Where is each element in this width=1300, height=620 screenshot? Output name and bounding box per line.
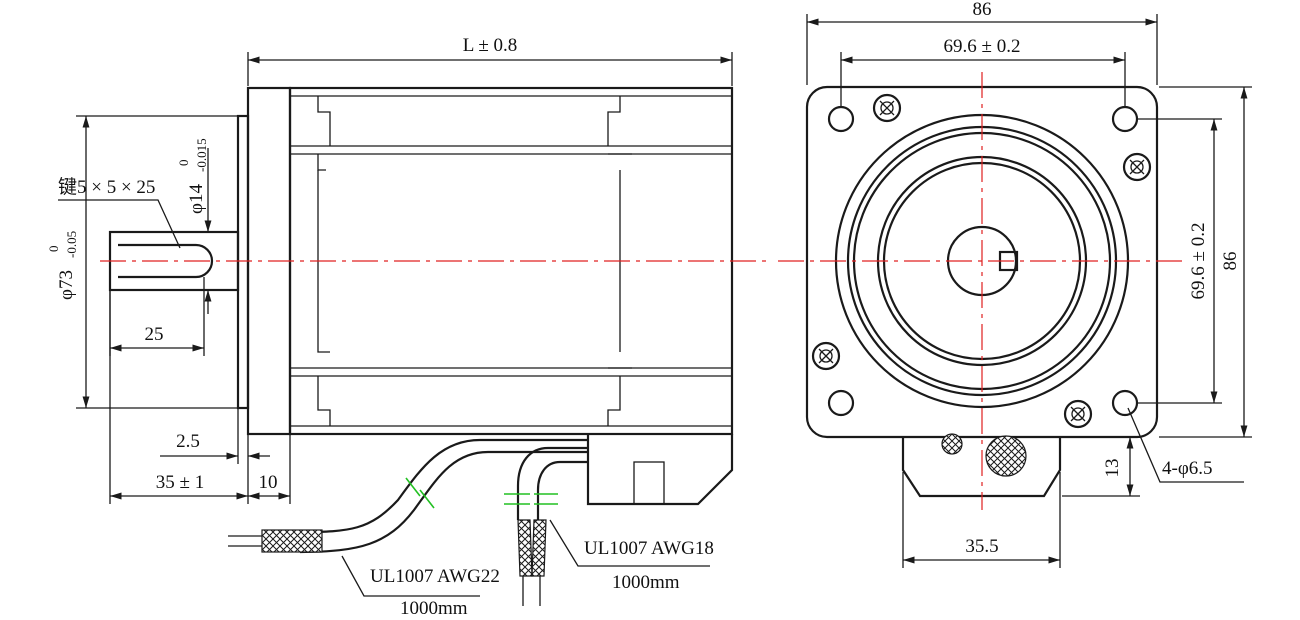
dim-boss-height-label: 2.5 <box>176 431 200 452</box>
side-view: L ± 0.8 φ73 0 -0.05 φ14 0 -0.015 键5 <box>46 35 770 619</box>
dim-outlet-width: 35.5 <box>902 472 1061 568</box>
dim-shaft-tol-upper: 0 <box>176 160 191 167</box>
dim-shaft-tol-lower: -0.015 <box>194 138 209 172</box>
cable-small-note: UL1007 AWG22 1000mm <box>341 555 500 619</box>
outlet-gland-large <box>985 435 1027 477</box>
cable-small <box>299 438 588 534</box>
dim-flange-width: 86 <box>806 0 1158 85</box>
mount-hole-br <box>1111 389 1139 417</box>
dim-boss-tol-upper: 0 <box>46 246 61 253</box>
break-mark-small <box>405 477 435 509</box>
screw-4 <box>1063 399 1093 429</box>
cable-outlet <box>586 434 734 506</box>
cable-large-braid <box>517 519 533 577</box>
dim-length: L ± 0.8 <box>247 35 733 86</box>
dim-shaft-len-label: 35 ± 1 <box>156 472 204 493</box>
mount-hole-bl <box>827 389 855 417</box>
dim-outlet-height: 13 <box>1062 436 1140 497</box>
dim-outlet-height-label: 13 <box>1102 459 1123 478</box>
dim-mount-holes: 4-φ6.5 <box>1127 407 1244 483</box>
front-view: 86 69.6 ± 0.2 69.6 ± 0.2 86 4-φ6.5 <box>778 0 1252 568</box>
dim-shaft-dia: φ14 0 -0.015 <box>176 138 212 314</box>
screw-1 <box>872 93 902 123</box>
screw-2 <box>1122 152 1152 182</box>
cable-large-len: 1000mm <box>612 572 680 593</box>
dim-mount-holes-label: 4-φ6.5 <box>1162 458 1213 479</box>
dim-length-label: L ± 0.8 <box>463 35 518 56</box>
mount-hole-tr <box>1111 105 1139 133</box>
dim-flange-height-label: 86 <box>1220 252 1241 271</box>
break-mark-large <box>504 493 558 505</box>
lower-rail <box>290 367 732 427</box>
lower-rail-steps <box>317 376 621 426</box>
upper-rail-steps <box>317 96 621 171</box>
dim-flange-width-label: 86 <box>973 0 992 20</box>
cable-large <box>516 446 588 520</box>
dim-shaft-len: 35 ± 1 10 <box>109 290 291 504</box>
dim-outlet-width-label: 35.5 <box>965 536 998 557</box>
cable-small-braid <box>261 529 323 553</box>
cable-large-note: UL1007 AWG18 1000mm <box>549 519 714 593</box>
outlet-gland-small <box>941 433 963 455</box>
dim-shaft-dia-label: φ14 <box>186 184 207 214</box>
cable-small-len: 1000mm <box>400 598 468 619</box>
dim-key-len: 25 <box>109 277 205 356</box>
cable-small-type: UL1007 AWG22 <box>370 566 500 587</box>
dim-hole-pitch-h-label: 69.6 ± 0.2 <box>944 36 1021 57</box>
dim-flange-thk-label: 10 <box>259 472 278 493</box>
dim-key-label: 键5 × 5 × 25 <box>58 176 155 198</box>
dim-boss-tol-lower: -0.05 <box>64 231 79 258</box>
dim-hole-pitch-h: 69.6 ± 0.2 <box>840 36 1126 106</box>
screw-3 <box>811 341 841 371</box>
dim-key: 键5 × 5 × 25 <box>58 176 181 249</box>
dim-boss-height: 2.5 <box>160 408 270 464</box>
dim-hole-pitch-v: 69.6 ± 0.2 <box>1138 118 1222 404</box>
dim-flange-height: 86 <box>1159 86 1252 438</box>
upper-rail <box>290 95 732 155</box>
boss <box>236 114 250 410</box>
dim-key-len-label: 25 <box>145 324 164 345</box>
dim-boss-dia: φ73 0 -0.05 <box>46 115 238 409</box>
mount-hole-tl <box>827 105 855 133</box>
dim-boss-dia-label: φ73 <box>56 270 77 300</box>
outlet-slot <box>633 461 665 505</box>
dim-hole-pitch-v-label: 69.6 ± 0.2 <box>1188 223 1209 300</box>
key-slot <box>118 243 214 279</box>
cable-large-type: UL1007 AWG18 <box>584 538 714 559</box>
